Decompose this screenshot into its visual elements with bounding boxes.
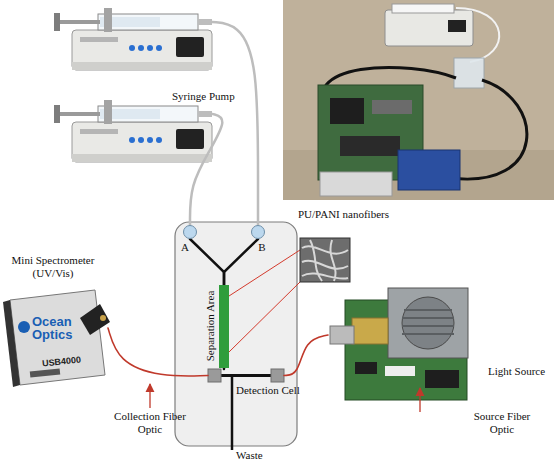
node-label: Separation Area xyxy=(203,281,217,371)
fiber-connector xyxy=(80,304,110,335)
connector-ferrule xyxy=(100,315,106,321)
photo-chip-component xyxy=(340,136,400,156)
spectrometer-side xyxy=(3,300,20,387)
separation-channel: Separation Area xyxy=(219,285,229,368)
microchannel xyxy=(224,239,258,285)
fiber-label: Collection Fiber Optic xyxy=(110,410,190,435)
board-component xyxy=(385,366,415,376)
device-marking: Ocean Optics xyxy=(32,315,84,341)
pump-tubing xyxy=(212,22,258,225)
photo-syringe xyxy=(392,4,454,13)
zoom-leader-line xyxy=(229,250,300,296)
nanofiber-texture xyxy=(302,240,348,281)
device-marking: USB4000 xyxy=(42,353,93,369)
pump-button xyxy=(156,45,162,51)
photo-connector-board xyxy=(320,172,392,196)
syringe-tip xyxy=(198,19,212,25)
node-label: Syringe Pump xyxy=(172,90,252,103)
syringe-plunger xyxy=(58,20,100,24)
photo-pump xyxy=(385,10,473,46)
pump-label-plate xyxy=(80,37,118,42)
node-label: A xyxy=(180,241,190,254)
spectrometer: Mini Spectrometer (UV/Vis) Ocean OpticsUS… xyxy=(8,252,108,386)
inlet-port: B xyxy=(251,225,265,239)
spectrometer-body xyxy=(10,290,105,385)
fiber-label: Source Fiber Optic xyxy=(464,410,540,435)
optical-fiber xyxy=(284,335,328,376)
microchannel xyxy=(190,239,224,285)
node-label: Detection Cell xyxy=(236,384,300,397)
usb-port xyxy=(30,368,60,377)
fiber-port xyxy=(208,369,221,382)
board-component xyxy=(355,362,377,374)
spectrometer-drawing xyxy=(3,290,110,387)
pump-display xyxy=(176,37,204,57)
syringe-pump-drawing xyxy=(54,100,212,162)
board-component xyxy=(425,370,459,388)
node-label: Light Source xyxy=(488,365,552,378)
fan-grille xyxy=(402,310,454,334)
light-source-drawing xyxy=(330,288,468,400)
pump-button xyxy=(147,45,153,51)
pump-base xyxy=(72,62,212,70)
inlet-port: A xyxy=(183,225,197,239)
lamp-housing xyxy=(388,288,468,358)
detection-channel xyxy=(221,374,271,377)
microchannel xyxy=(223,368,226,369)
node-label: Mini Spectrometer (UV/Vis) xyxy=(8,254,98,279)
optical-fiber xyxy=(108,328,208,376)
node-label: B xyxy=(257,241,267,254)
lamp-holder xyxy=(352,318,388,344)
syringe-clamp xyxy=(104,8,112,32)
leader-arrow xyxy=(149,384,150,408)
pump-button xyxy=(138,45,144,51)
light-source: Light Source xyxy=(328,285,550,410)
photo-chip-component xyxy=(372,100,412,114)
fiber-port xyxy=(271,369,284,382)
syringe-barrel xyxy=(98,14,198,30)
cooling-fan xyxy=(402,297,454,349)
photo-chip xyxy=(454,58,484,88)
fiber-adapter xyxy=(330,326,354,344)
setup-photo xyxy=(283,0,554,200)
leader-arrow xyxy=(419,388,420,412)
photo-tubing xyxy=(456,8,499,62)
detection-cell: Detection Cell xyxy=(208,369,284,382)
zoom-leader-line xyxy=(229,282,300,352)
plunger-head xyxy=(54,13,60,31)
photo-chip-component xyxy=(330,98,364,124)
syringe-pump-drawing xyxy=(54,8,212,70)
photo-blue-board xyxy=(398,150,460,190)
outlet-label: Waste xyxy=(236,449,276,462)
pump-body xyxy=(72,30,212,70)
waste-channel xyxy=(231,377,234,450)
photo-fiber-cable xyxy=(450,80,527,179)
pump-tubing xyxy=(190,114,222,225)
microfluidic-chip xyxy=(175,222,297,446)
callout-label: PU/PANI nanofibers xyxy=(298,208,398,221)
sem-image xyxy=(300,238,350,282)
logo-mark xyxy=(18,321,30,333)
photo-background xyxy=(283,0,554,200)
photo-pump-display xyxy=(448,20,466,32)
pump-button xyxy=(129,45,135,51)
syringe-pump: Syringe Pump xyxy=(65,5,212,170)
